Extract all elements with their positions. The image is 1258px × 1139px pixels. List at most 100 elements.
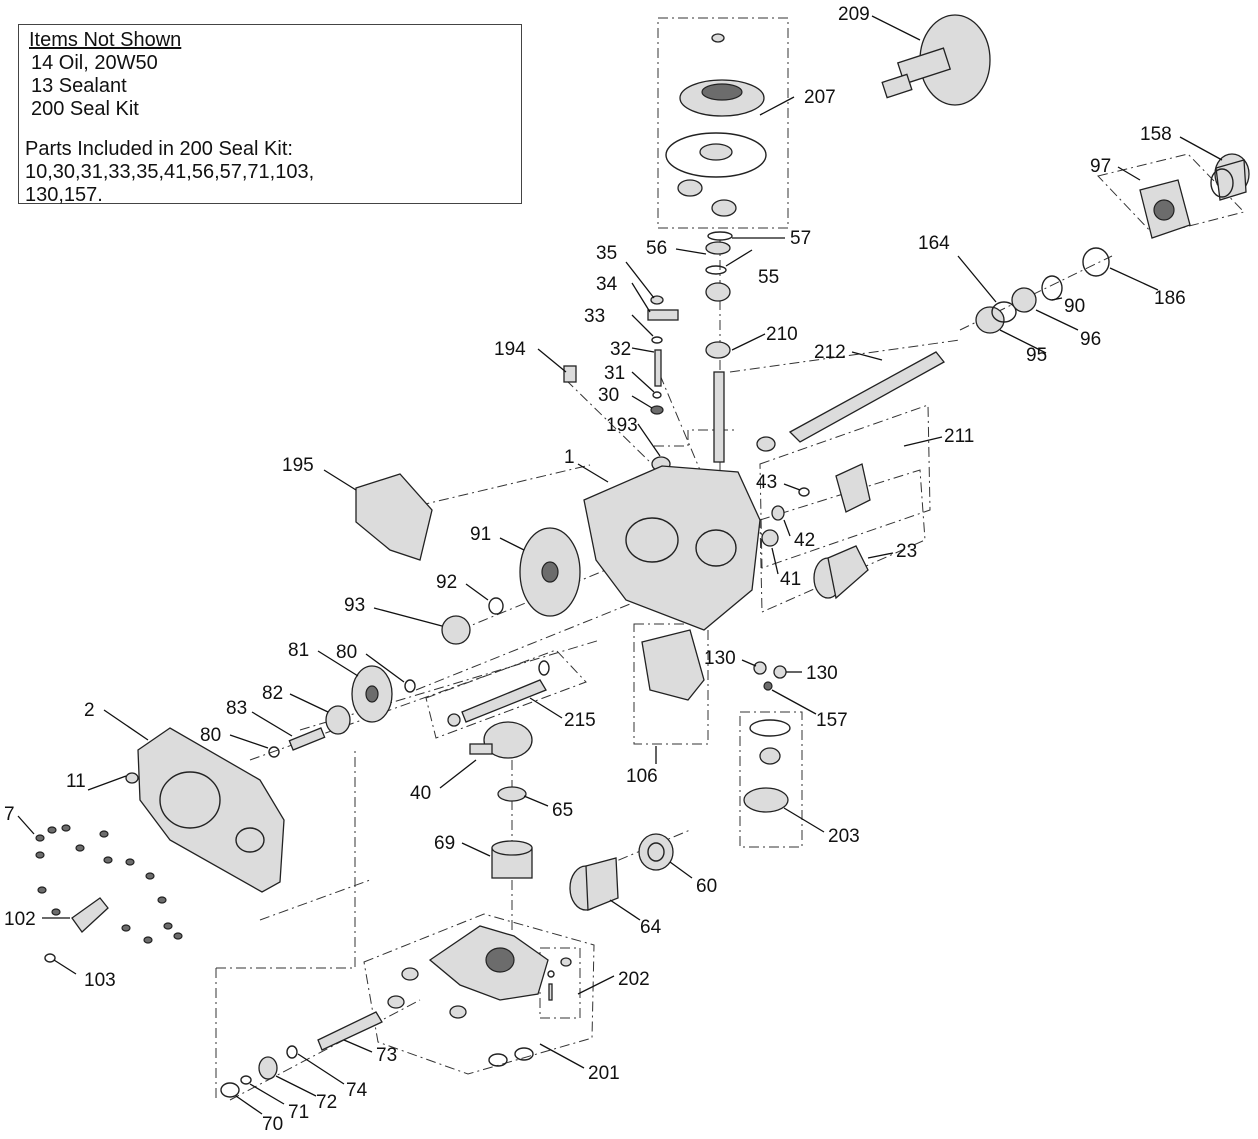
align-line [229,999,421,1101]
cover-195 [355,473,433,561]
callout-130: 130 [704,648,736,669]
callout-102: 102 [4,909,36,930]
callout-23: 23 [896,541,917,562]
callout-69: 69 [434,833,455,854]
callout-194: 194 [494,339,526,360]
group-box-106 [633,623,709,745]
callout-97: 97 [1090,156,1111,177]
leader-lines [17,15,1223,1115]
thrust-bearing-65 [497,786,527,802]
cylinder-block-64 [569,857,619,911]
callout-211: 211 [944,426,974,447]
shaft-73 [317,1011,383,1051]
bolts-7 [35,824,183,944]
callout-34: 34 [596,274,618,295]
callout-31: 31 [604,363,625,384]
axle-212 [756,351,945,452]
washer-55 [705,265,727,275]
callout-210: 210 [766,324,798,345]
gear-91 [519,527,581,617]
callout-41: 41 [780,569,801,590]
motor-block-69 [491,840,533,879]
notes-line: 13 Sealant [31,75,127,97]
callout-96: 96 [1080,329,1101,350]
washer-80b [268,746,280,758]
callout-57: 57 [790,228,811,249]
callout-7: 7 [4,804,15,825]
bracket-102 [71,897,109,933]
housing-1 [583,465,761,631]
callout-1: 1 [564,447,575,468]
group-box-203 [739,711,803,848]
seal-96 [1011,287,1037,313]
callout-207: 207 [804,87,836,108]
callout-64: 64 [640,917,662,938]
seal-41 [761,529,779,547]
spacer-186 [1082,247,1110,277]
kit-heading: Parts Included in 200 Seal Kit: [25,138,293,160]
fitting-42 [771,505,785,521]
callout-55: 55 [758,267,779,288]
callout-70: 70 [262,1114,283,1135]
washer-164 [991,301,1017,323]
kit-line: 10,30,31,33,35,41,56,57,71,103, [25,161,315,183]
callout-35: 35 [596,243,617,264]
washer-74 [286,1045,298,1059]
hub-center [1153,199,1175,221]
callout-11: 11 [66,771,86,792]
callout-209: 209 [838,4,870,25]
group-box-211 [759,404,931,569]
callout-103: 103 [84,970,116,991]
bearing-60 [638,833,674,871]
plug-194 [563,365,577,383]
callout-42: 42 [794,530,815,551]
callout-158: 158 [1140,124,1172,145]
trunnion-40 [469,721,533,759]
align-line [259,879,371,921]
group-box-97 [1097,153,1245,236]
callout-labels: 209 207 158 97 57 56 55 35 34 33 32 31 3… [4,4,1186,1135]
washer-92 [488,597,504,615]
align-line [216,750,356,969]
callout-203: 203 [828,826,860,847]
valve-group-203 [743,719,791,813]
notes-line: 14 Oil, 20W50 [31,52,158,74]
callout-164: 164 [918,233,950,254]
retaining-ring-57 [707,231,733,241]
center-section-201 [387,925,549,1067]
washer-80a [404,679,416,693]
ring-71 [240,1075,252,1085]
callout-72: 72 [316,1092,337,1113]
callout-80: 80 [336,642,357,663]
callout-65: 65 [552,800,573,821]
group-box-42 [759,469,926,613]
filter-23 [813,545,869,600]
align-line [299,639,601,731]
plug-130b [773,665,787,679]
callout-195: 195 [282,455,314,476]
plug-130a [753,661,767,675]
align-line [399,464,591,511]
callout-40: 40 [410,783,431,804]
callout-106: 106 [626,766,658,787]
group-box-201 [363,913,595,1075]
callout-74: 74 [346,1080,368,1101]
washer-43 [798,487,810,497]
flange-shaft-209 [881,14,991,106]
bushing-158 [1210,153,1250,201]
items-not-shown-box: Items Not Shown 14 Oil, 20W50 13 Sealant… [18,24,522,206]
bearing-93 [441,615,471,645]
ring-90 [1041,275,1063,301]
callout-92: 92 [436,572,457,593]
callout-186: 186 [1154,288,1186,309]
callout-215: 215 [564,710,596,731]
group-box-207 [657,17,789,229]
callout-93: 93 [344,595,365,616]
callout-130: 130 [806,663,838,684]
callout-71: 71 [288,1102,309,1123]
callout-80: 80 [200,725,221,746]
align-line [415,599,641,691]
callout-91: 91 [470,524,491,545]
callout-95: 95 [1026,345,1047,366]
